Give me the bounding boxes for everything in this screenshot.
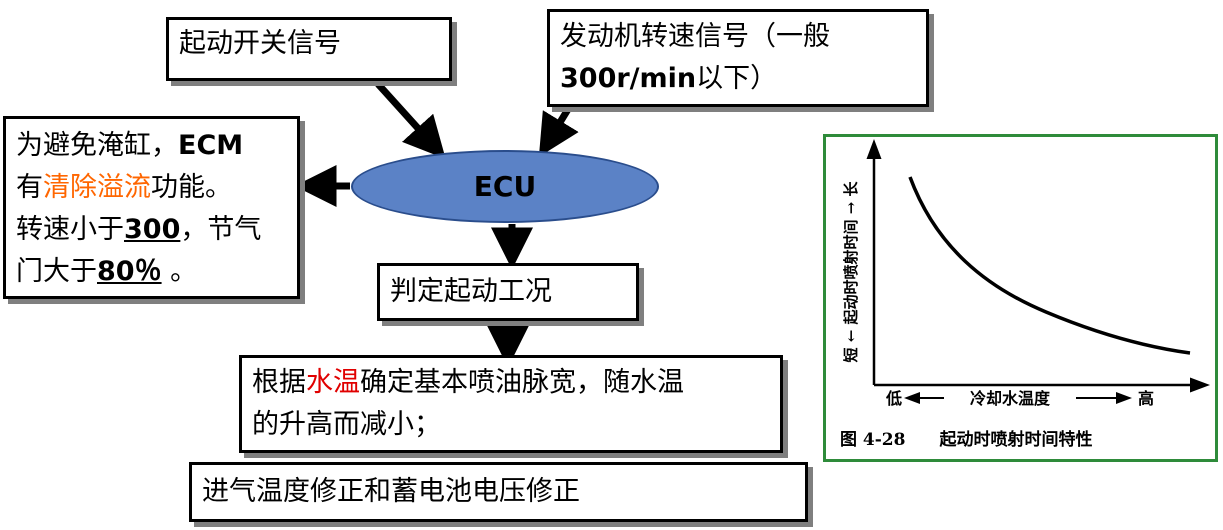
flood-line1: 为避免淹缸，ECM — [16, 125, 287, 167]
flood-line3: 转速小于300，节气 — [16, 209, 287, 251]
correction-text: 进气温度修正和蓄电池电压修正 — [202, 476, 580, 507]
engine-speed-line2-rest: 以下） — [696, 63, 778, 94]
figure-y-axis-label: 短 ← 起动时喷射时间 → 长 — [842, 180, 860, 362]
flood-ecm-text: ECM — [178, 130, 244, 161]
water-temp-line1: 根据水温确定基本喷油脉宽，随水温 — [252, 362, 770, 404]
water-temp-line2: 的升高而减小； — [252, 409, 441, 440]
flood-line3-suffix: ，节气 — [180, 214, 262, 245]
engine-speed-value: 300r/min — [560, 63, 697, 94]
water-temp-box: 根据水温确定基本喷油脉宽，随水温 的升高而减小； — [239, 355, 783, 453]
judge-start-condition-box: 判定起动工况 — [377, 263, 639, 321]
arrow-speed-to-ecu — [538, 104, 579, 157]
injection-time-curve-figure: 短 ← 起动时喷射时间 → 长 低 冷却水温度 高 图 4-28 起动时喷射时间… — [840, 139, 1210, 450]
flood-line2-suffix: 功能。 — [151, 172, 232, 203]
start-switch-signal-text: 起动开关信号 — [179, 28, 341, 59]
start-switch-signal-box: 起动开关信号 — [166, 17, 452, 81]
water-temp-line1-suffix: 确定基本喷油脉宽，随水温 — [360, 367, 684, 398]
figure-4-28-panel: 短 ← 起动时喷射时间 → 长 低 冷却水温度 高 图 4-28 起动时喷射时间… — [823, 134, 1218, 462]
figure-x-high-label: 高 — [1138, 389, 1154, 408]
engine-speed-line1: 发动机转速信号（一般 — [560, 21, 830, 52]
figure-x-low-label: 低 — [885, 389, 902, 408]
flood-line4-prefix: 门大于 — [16, 256, 97, 287]
engine-speed-signal-box: 发动机转速信号（一般 300r/min以下） — [547, 9, 929, 107]
flood-line4: 门大于80％ 。 — [16, 251, 287, 293]
correction-box: 进气温度修正和蓄电池电压修正 — [189, 462, 808, 522]
flood-throttle-threshold: 80％ — [97, 256, 162, 287]
flood-line2: 有清除溢流功能。 — [16, 167, 287, 209]
figure-x-mid-label: 冷却水温度 — [970, 389, 1051, 408]
arrow-start-to-ecu — [375, 81, 446, 159]
ecu-label: ECU — [473, 170, 537, 203]
flood-speed-threshold: 300 — [124, 214, 181, 245]
judge-start-condition-text: 判定起动工况 — [390, 276, 552, 307]
engine-speed-line2: 300r/min以下） — [560, 58, 916, 100]
flood-line4-suffix: 。 — [161, 256, 198, 287]
flood-line3-prefix: 转速小于 — [16, 214, 124, 245]
water-temp-line1-prefix: 根据 — [252, 367, 306, 398]
ecu-node: ECU — [351, 150, 659, 223]
water-temp-highlight: 水温 — [306, 367, 360, 398]
figure-caption: 图 4-28 起动时喷射时间特性 — [840, 429, 1092, 450]
figure-curve — [908, 176, 1191, 355]
flood-clear-box: 为避免淹缸，ECM 有清除溢流功能。 转速小于300，节气 门大于80％ 。 — [3, 116, 300, 299]
flood-line1-text: 为避免淹缸， — [16, 130, 178, 161]
flood-line2-prefix: 有 — [16, 172, 43, 203]
flood-clear-highlight: 清除溢流 — [43, 172, 151, 203]
